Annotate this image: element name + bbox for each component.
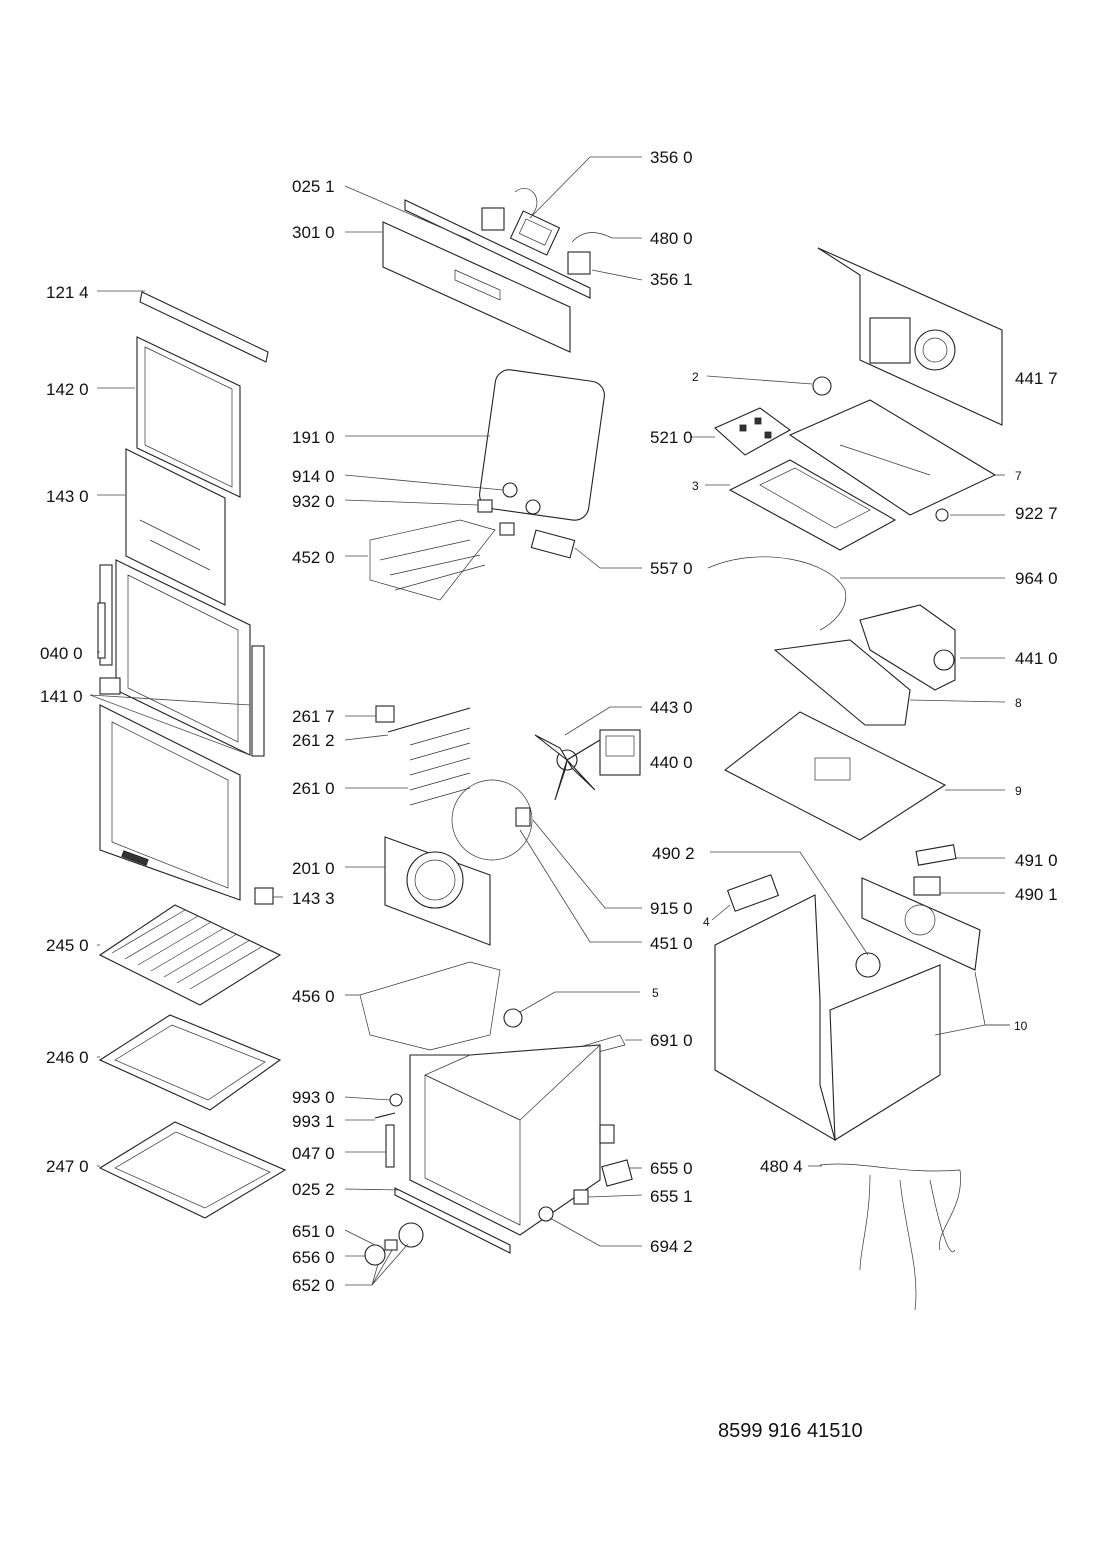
part-label: 451 0 <box>650 934 693 953</box>
part-label: 9 <box>1015 784 1022 798</box>
part-label: 443 0 <box>650 698 693 717</box>
part-label: 142 0 <box>46 380 89 399</box>
part-label: 655 1 <box>650 1187 693 1206</box>
part-label: 441 0 <box>1015 649 1058 668</box>
part-label: 480 4 <box>760 1157 803 1176</box>
part-label: 356 1 <box>650 270 693 289</box>
part-label: 261 2 <box>292 731 335 750</box>
part-label: 141 0 <box>40 687 83 706</box>
part-label: 246 0 <box>46 1048 89 1067</box>
part-label: 025 2 <box>292 1180 335 1199</box>
part-label: 10 <box>1014 1019 1028 1033</box>
part-label: 245 0 <box>46 936 89 955</box>
part-label: 143 3 <box>292 889 335 908</box>
part-label: 5 <box>652 986 659 1000</box>
part-label: 247 0 <box>46 1157 89 1176</box>
part-label: 652 0 <box>292 1276 335 1295</box>
part-label: 993 1 <box>292 1112 335 1131</box>
part-label: 914 0 <box>292 467 335 486</box>
document-number: 8599 916 41510 <box>718 1420 863 1442</box>
part-label: 8 <box>1015 696 1022 710</box>
part-label: 694 2 <box>650 1237 693 1256</box>
part-label: 915 0 <box>650 899 693 918</box>
part-label: 521 0 <box>650 428 693 447</box>
part-label: 191 0 <box>292 428 335 447</box>
part-label: 922 7 <box>1015 504 1058 523</box>
part-label: 490 2 <box>652 844 695 863</box>
part-label: 993 0 <box>292 1088 335 1107</box>
part-label: 356 0 <box>650 148 693 167</box>
part-label: 964 0 <box>1015 569 1058 588</box>
part-label: 2 <box>692 370 699 384</box>
leader-lines <box>89 156 1010 1286</box>
part-label: 480 0 <box>650 229 693 248</box>
part-labels: 025 1 301 0 356 0 480 0 356 1 121 4 142 … <box>40 148 1058 1295</box>
part-label: 491 0 <box>1015 851 1058 870</box>
part-label: 490 1 <box>1015 885 1058 904</box>
part-label: 691 0 <box>650 1031 693 1050</box>
part-label: 261 0 <box>292 779 335 798</box>
part-label: 025 1 <box>292 177 335 196</box>
part-label: 557 0 <box>650 559 693 578</box>
part-label: 656 0 <box>292 1248 335 1267</box>
part-label: 121 4 <box>46 283 89 302</box>
part-label: 655 0 <box>650 1159 693 1178</box>
part-label: 932 0 <box>292 492 335 511</box>
part-label: 3 <box>692 479 699 493</box>
part-label: 047 0 <box>292 1144 335 1163</box>
part-label: 456 0 <box>292 987 335 1006</box>
part-label: 7 <box>1015 469 1022 483</box>
part-label: 201 0 <box>292 859 335 878</box>
part-label: 143 0 <box>46 487 89 506</box>
part-label: 261 7 <box>292 707 335 726</box>
part-label: 4 <box>703 915 710 929</box>
part-label: 452 0 <box>292 548 335 567</box>
part-label: 651 0 <box>292 1222 335 1241</box>
part-label: 040 0 <box>40 644 83 663</box>
part-label: 301 0 <box>292 223 335 242</box>
part-label: 441 7 <box>1015 369 1058 388</box>
part-drawings <box>97 187 1003 1311</box>
part-label: 440 0 <box>650 753 693 772</box>
